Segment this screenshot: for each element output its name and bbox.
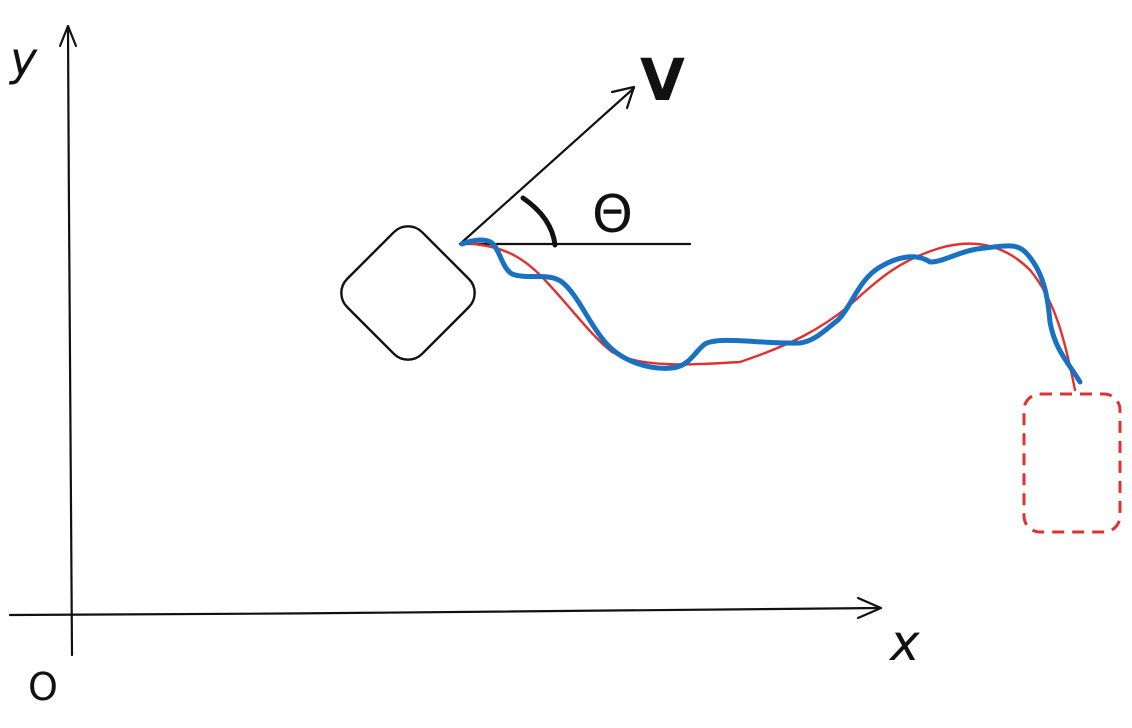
x-axis-line — [8, 606, 882, 617]
y-axis-line — [66, 26, 74, 657]
angle-label: Θ — [592, 185, 633, 245]
x-axis-label: x — [888, 614, 920, 672]
velocity-arrowhead — [610, 85, 636, 110]
angle-arc — [520, 195, 558, 248]
planned-path — [460, 241, 1077, 392]
robot-body — [340, 225, 476, 361]
velocity-vector — [458, 85, 636, 246]
y-axis-label: y — [8, 32, 38, 86]
x-axis — [8, 596, 883, 620]
actual-path — [459, 237, 1083, 385]
origin-label: O — [28, 665, 58, 709]
x-axis-arrowhead — [856, 596, 883, 620]
y-axis — [58, 24, 78, 657]
velocity-label: V — [640, 46, 685, 114]
velocity-line — [458, 86, 636, 246]
y-axis-arrowhead — [58, 24, 78, 48]
target-box — [1022, 392, 1122, 534]
